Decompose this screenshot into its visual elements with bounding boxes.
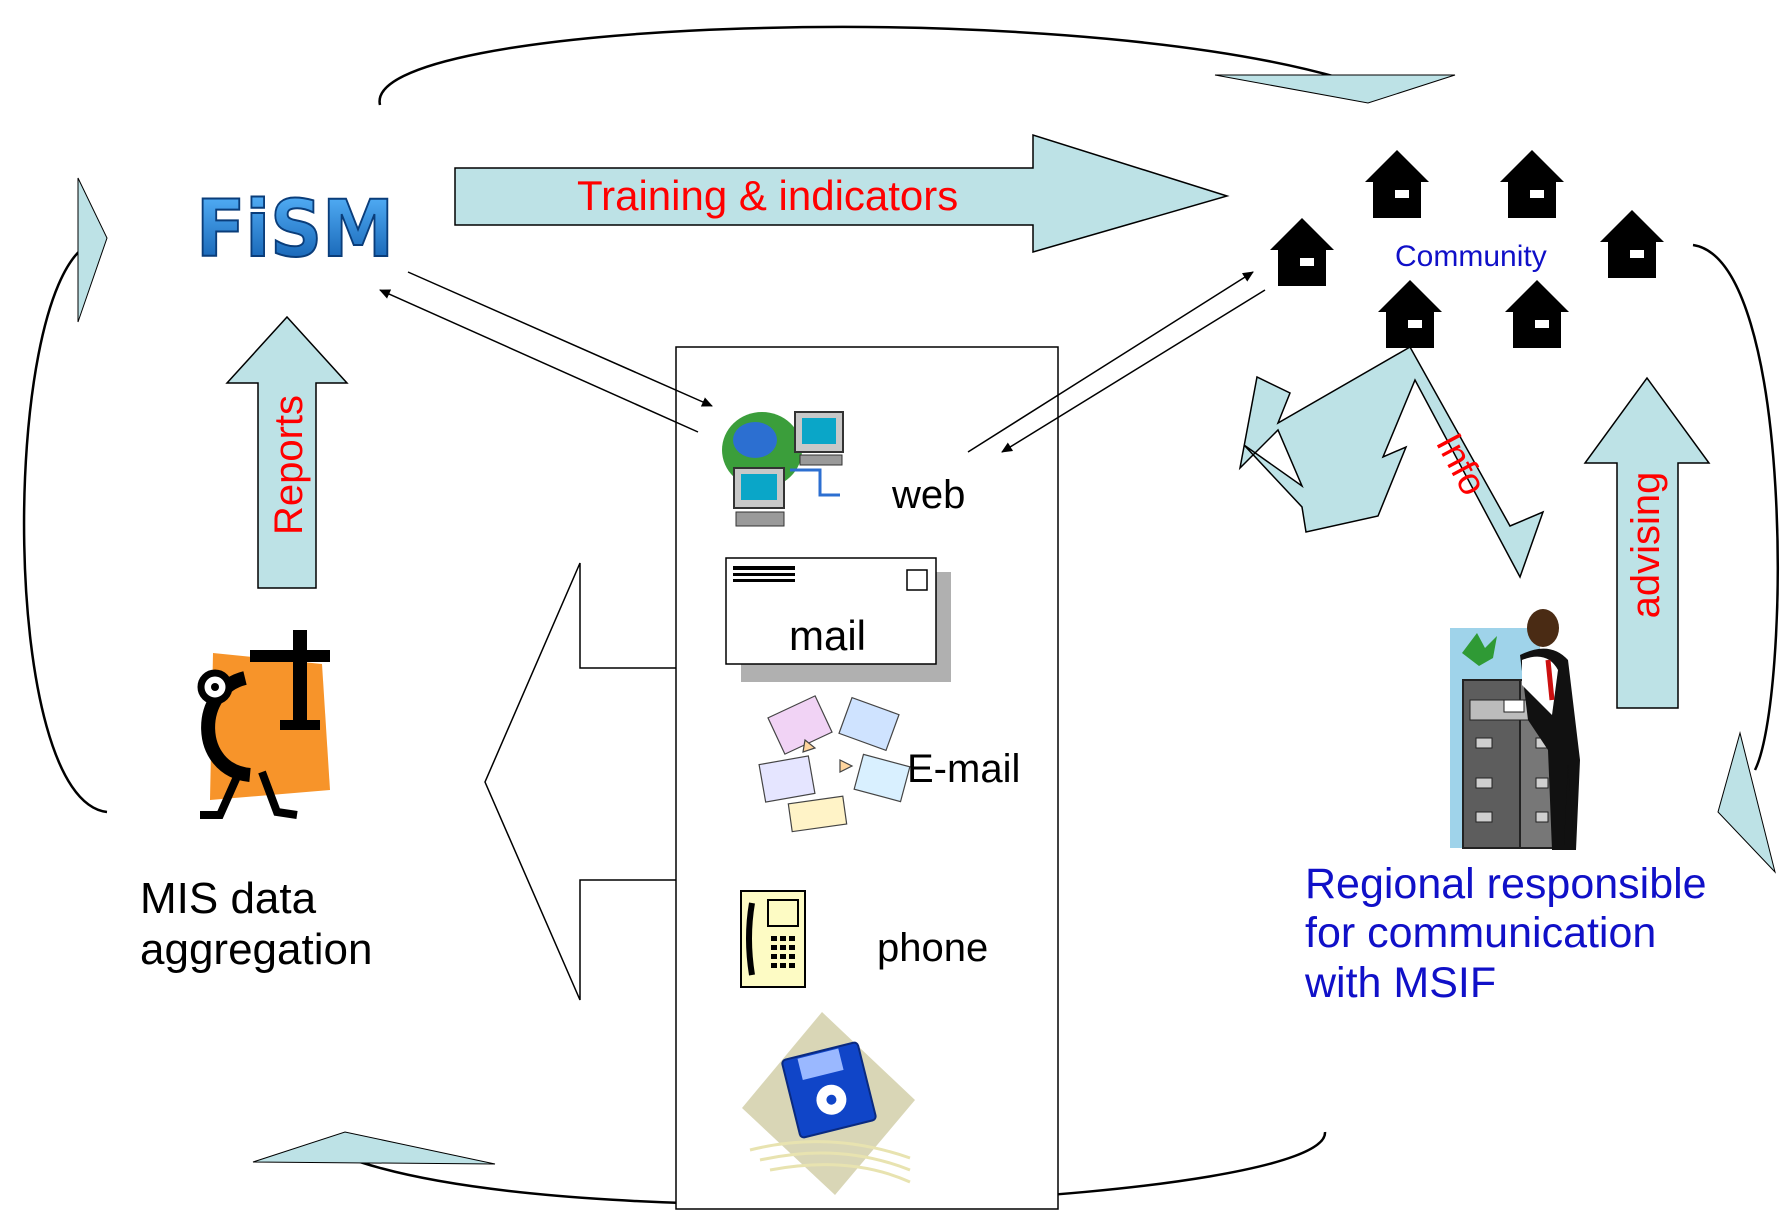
community-label: Community — [1395, 240, 1547, 273]
reports-arrow — [225, 315, 349, 589]
return-arrow — [484, 562, 691, 1001]
advising-arrow — [1583, 376, 1711, 709]
fism-logo-text: FiSM — [196, 185, 394, 275]
house-icon — [1505, 280, 1569, 348]
telephone-icon — [740, 890, 806, 988]
training-arrow — [454, 133, 1230, 253]
training-indicators-label: Training & indicators — [577, 172, 959, 219]
filing-cabinet-person-icon — [1450, 609, 1580, 850]
clamp-character-icon — [197, 630, 330, 819]
envelope-icon — [725, 557, 951, 682]
info-arrow — [1238, 345, 1545, 579]
reports-label: Reports — [267, 394, 311, 536]
bottom-arrowhead — [252, 1131, 496, 1165]
web-label: web — [892, 473, 966, 517]
web-to-fism-line — [379, 289, 699, 433]
top-curve — [378, 25, 1341, 106]
fism-logo: FiSM — [195, 184, 395, 276]
house-icon — [1600, 210, 1664, 278]
cycle-arrowheads — [77, 74, 1776, 1165]
house-icon — [1270, 218, 1334, 286]
right-curve — [1692, 243, 1779, 771]
mail-label: mail — [789, 612, 867, 659]
email-computers-icon — [758, 695, 911, 833]
house-icon — [1378, 280, 1442, 348]
web-to-community-line — [967, 271, 1254, 453]
right-arrowhead — [1717, 731, 1776, 874]
left-arrowhead — [77, 177, 108, 323]
regional-label-line3: with MSIF — [1305, 958, 1497, 1007]
fism-to-web-line — [407, 271, 713, 407]
phone-label: phone — [877, 926, 989, 970]
regional-label-line1: Regional responsible — [1305, 860, 1707, 908]
left-curve — [22, 243, 108, 814]
regional-label-line2: for communication — [1305, 909, 1657, 958]
top-arrowhead — [1214, 74, 1456, 104]
house-icon — [1365, 150, 1429, 218]
community-to-web-line — [1001, 289, 1266, 453]
connector-lines — [379, 271, 1266, 453]
email-label: E-mail — [907, 747, 1021, 791]
floppy-disk-icon — [742, 1012, 915, 1195]
community-houses — [1270, 150, 1664, 348]
mis-label: MIS data aggregation — [140, 874, 372, 975]
mis-label-line1: MIS data — [140, 874, 317, 923]
advising-label: advising — [1624, 471, 1668, 619]
mis-label-line2: aggregation — [140, 924, 373, 974]
web-computers-icon — [722, 411, 844, 527]
house-icon — [1500, 150, 1564, 218]
regional-label: Regional responsible for communication w… — [1305, 860, 1707, 1008]
